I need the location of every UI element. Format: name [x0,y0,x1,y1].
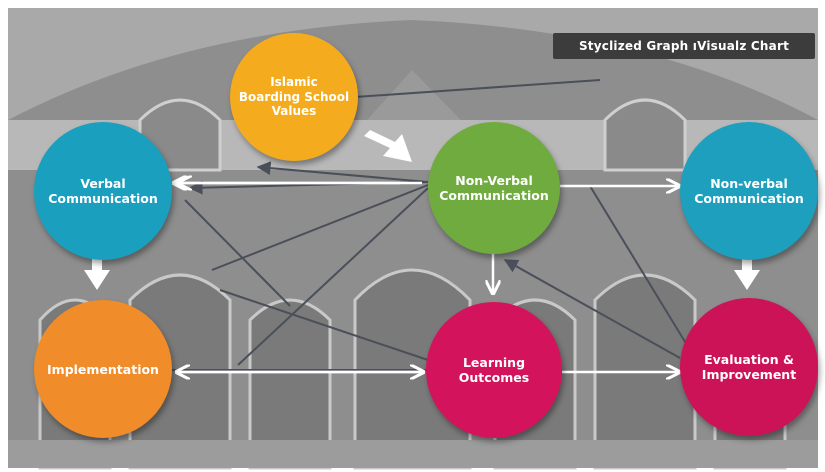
node-learning-outcomes: Learning Outcomes [426,302,562,438]
node-label: Verbal Communication [48,176,158,206]
node-implementation: Implementation [34,300,172,438]
node-label: Non-Verbal Communication [439,173,549,203]
node-islamic-boarding-school-values: Islamic Boarding School Values [230,33,358,161]
node-non-verbal-communication-center: Non-Verbal Communication [428,122,560,254]
node-evaluation-improvement: Evaluation & Improvement [680,298,818,436]
chart-title: Styclized Graph ıVisualz Chart [553,33,815,59]
node-label: Non-verbal Communication [694,176,804,206]
node-non-verbal-communication-right: Non-verbal Communication [680,122,818,260]
node-label: Learning Outcomes [458,355,530,385]
node-label: Islamic Boarding School Values [238,75,350,119]
node-verbal-communication: Verbal Communication [34,122,172,260]
node-label: Evaluation & Improvement [701,352,797,382]
node-label: Implementation [47,361,159,377]
